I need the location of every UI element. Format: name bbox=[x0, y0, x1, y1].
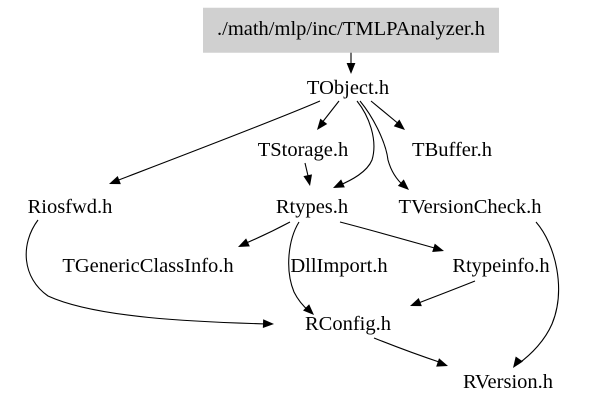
edge-rtypes-to-tgenericclassinfo bbox=[238, 221, 291, 247]
graph-node-label: Riosfwd.h bbox=[27, 195, 113, 218]
edge-tmlpanalyzer-to-tobject bbox=[346, 50, 356, 74]
arrow-head-icon bbox=[109, 175, 121, 185]
graph-node-label: TObject.h bbox=[306, 76, 390, 99]
graph-node-tmlpanalyzer[interactable]: ./math/mlp/inc/TMLPAnalyzer.h bbox=[203, 7, 499, 53]
graph-node-tstorage[interactable]: TStorage.h bbox=[258, 140, 349, 161]
edge-line bbox=[373, 337, 443, 364]
graph-node-label: TGenericClassInfo.h bbox=[62, 254, 234, 277]
edge-line bbox=[339, 221, 439, 250]
edge-line bbox=[359, 100, 405, 187]
edge-rtypes-to-dllimport bbox=[288, 221, 314, 315]
edge-tobject-to-riosfwd bbox=[109, 100, 321, 185]
arrow-head-icon bbox=[410, 297, 422, 307]
arrow-head-icon bbox=[397, 179, 409, 190]
graph-node-label: TBuffer.h bbox=[412, 138, 492, 161]
graph-node-dllimport[interactable]: DllImport.h bbox=[290, 256, 387, 277]
edge-tobject-to-tversioncheck bbox=[359, 100, 409, 190]
graph-node-rtypeinfo[interactable]: Rtypeinfo.h bbox=[452, 256, 549, 277]
graph-node-tgenericclassinfo[interactable]: TGenericClassInfo.h bbox=[62, 256, 233, 277]
graph-node-riosfwd[interactable]: Riosfwd.h bbox=[28, 197, 113, 218]
graph-node-label: DllImport.h bbox=[290, 254, 388, 277]
edge-line bbox=[517, 221, 559, 365]
edge-riosfwd-to-rconfig bbox=[25, 219, 274, 329]
arrow-head-icon bbox=[303, 174, 313, 186]
arrow-head-icon bbox=[432, 243, 444, 252]
edge-line bbox=[415, 280, 476, 305]
edge-tversioncheck-to-rversion bbox=[513, 221, 559, 368]
edge-line bbox=[25, 219, 269, 325]
edge-tobject-to-tstorage bbox=[317, 100, 340, 130]
graph-node-tversioncheck[interactable]: TVersionCheck.h bbox=[399, 197, 542, 218]
graph-node-rtypes[interactable]: Rtypes.h bbox=[276, 197, 348, 218]
edge-line bbox=[288, 221, 310, 312]
graph-node-label: Rtypes.h bbox=[275, 195, 349, 218]
edge-tstorage-to-rtypes bbox=[303, 162, 313, 186]
edge-tobject-to-tbuffer bbox=[370, 100, 405, 130]
graph-node-label: RVersion.h bbox=[462, 370, 554, 393]
graph-node-label: TStorage.h bbox=[257, 138, 349, 161]
graph-node-tbuffer[interactable]: TBuffer.h bbox=[412, 140, 492, 161]
graph-node-tobject[interactable]: TObject.h bbox=[307, 78, 389, 99]
arrow-head-icon bbox=[262, 319, 274, 329]
arrow-head-icon bbox=[238, 238, 250, 247]
arrow-head-icon bbox=[436, 358, 448, 367]
edge-tobject-to-rtypes bbox=[333, 100, 375, 188]
arrow-head-icon bbox=[513, 356, 523, 368]
arrow-head-icon bbox=[346, 63, 356, 74]
edge-line bbox=[370, 100, 401, 126]
graph-node-label: TVersionCheck.h bbox=[398, 195, 542, 218]
arrow-head-icon bbox=[393, 119, 405, 130]
graph-node-label: Rtypeinfo.h bbox=[452, 254, 550, 277]
graph-node-rversion[interactable]: RVersion.h bbox=[463, 372, 553, 393]
graph-node-label: ./math/mlp/inc/TMLPAnalyzer.h bbox=[217, 17, 485, 40]
edge-line bbox=[320, 100, 340, 125]
arrow-head-icon bbox=[317, 118, 328, 130]
graph-node-label: RConfig.h bbox=[305, 312, 391, 335]
arrow-head-icon bbox=[303, 304, 314, 315]
edge-rconfig-to-rversion bbox=[373, 337, 448, 367]
edge-line bbox=[115, 100, 321, 182]
graph-node-rconfig[interactable]: RConfig.h bbox=[305, 314, 391, 335]
edge-line bbox=[337, 100, 375, 187]
edge-line bbox=[243, 221, 291, 245]
edge-rtypeinfo-to-rconfig bbox=[410, 280, 476, 307]
edge-rtypes-to-rtypeinfo bbox=[339, 221, 444, 252]
arrow-head-icon bbox=[333, 179, 345, 188]
